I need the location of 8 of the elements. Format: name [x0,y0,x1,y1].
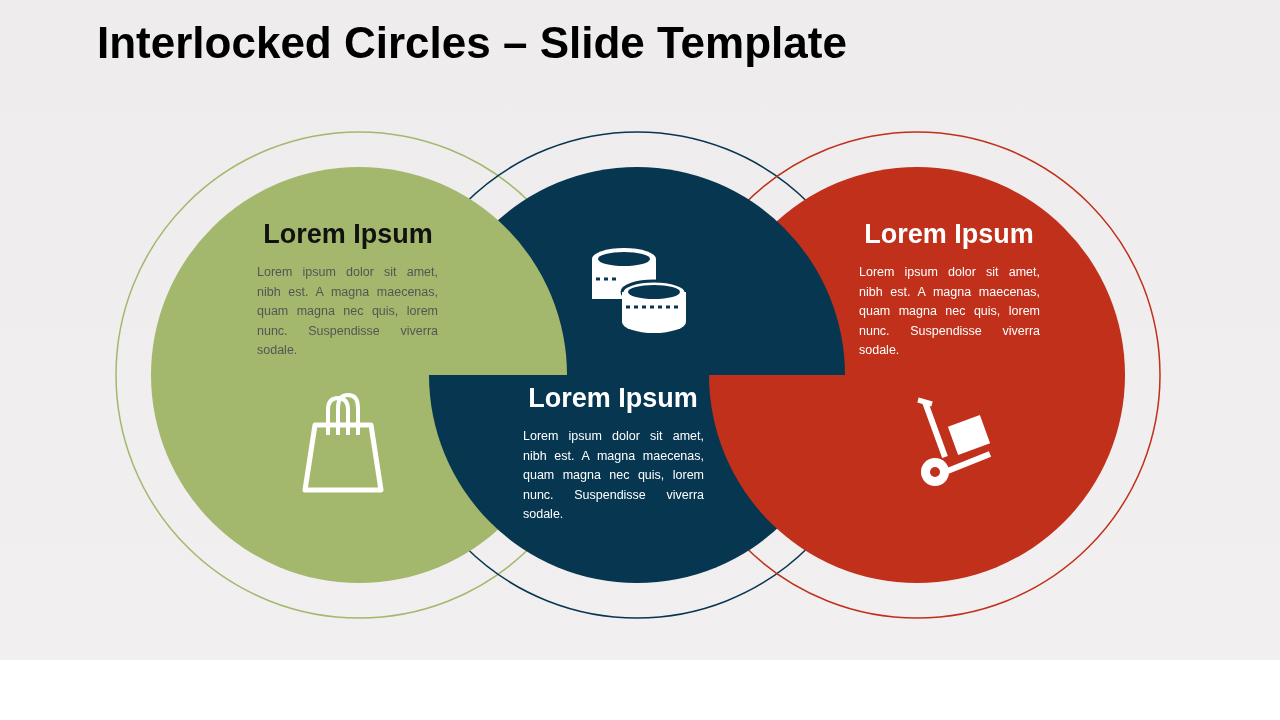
circle-heading: Lorem Ipsum [528,383,698,414]
body-text: Lorem ipsum dolor sit amet, nibh est. A magna maecenas, quam magna nec quis, lorem nunc. Suspendisse viverra sodale. [859,264,1040,359]
circle-heading: Lorem Ipsum [263,219,433,250]
interlocked-circle [709,167,1125,583]
circle-heading: Lorem Ipsum [864,219,1034,250]
body-text: Lorem ipsum dolor sit amet, nibh est. A magna maecenas, quam magna nec quis, lorem nunc. Suspendisse viverra sodale. [257,264,438,359]
slide-title: Interlocked Circles – Slide Template [97,18,847,68]
body-text: Lorem ipsum dolor sit amet, nibh est. A magna maecenas, quam magna nec quis, lorem nunc. Suspendisse viverra sodale. [523,428,704,523]
